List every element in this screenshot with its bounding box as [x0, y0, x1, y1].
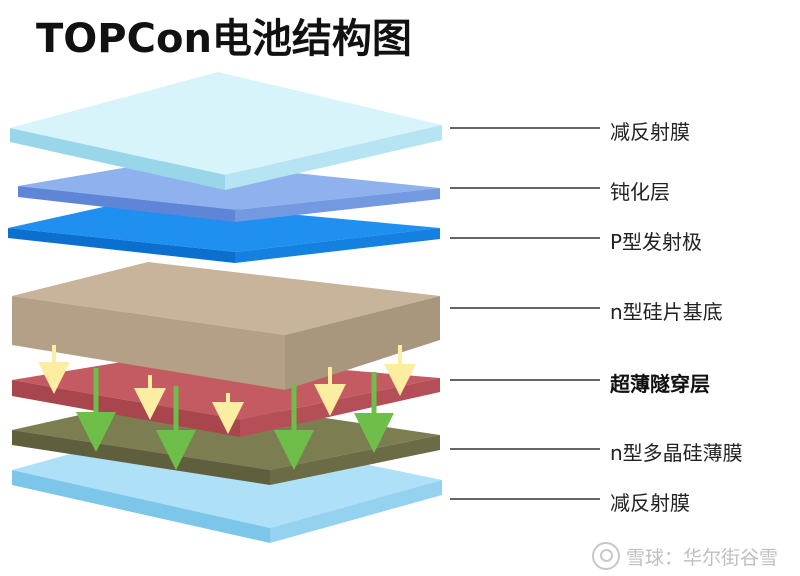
snowball-logo-icon — [591, 542, 620, 570]
leader-lines — [450, 127, 600, 500]
watermark-text: 雪球：华尔街谷雪 — [625, 546, 778, 569]
layer-antireflection-top — [10, 72, 442, 190]
page-title: TOPCon电池结构图 — [36, 16, 412, 62]
label-n-silicon-substrate: n型硅片基底 — [610, 300, 723, 324]
watermark: 雪球：华尔街谷雪 — [591, 542, 778, 570]
green-arrows — [76, 368, 394, 470]
label-tunnel-oxide: 超薄隧穿层 — [610, 372, 710, 396]
label-p-emitter: P型发射极 — [610, 230, 703, 254]
yellow-arrows — [38, 345, 416, 434]
layer-p-emitter — [8, 200, 440, 263]
label-n-poly-silicon: n型多晶硅薄膜 — [610, 441, 743, 465]
label-passivation: 钝化层 — [610, 180, 670, 204]
label-antireflection-top: 减反射膜 — [610, 120, 690, 144]
label-antireflection-bottom: 减反射膜 — [610, 491, 690, 515]
layer-n-silicon-substrate — [12, 262, 440, 390]
